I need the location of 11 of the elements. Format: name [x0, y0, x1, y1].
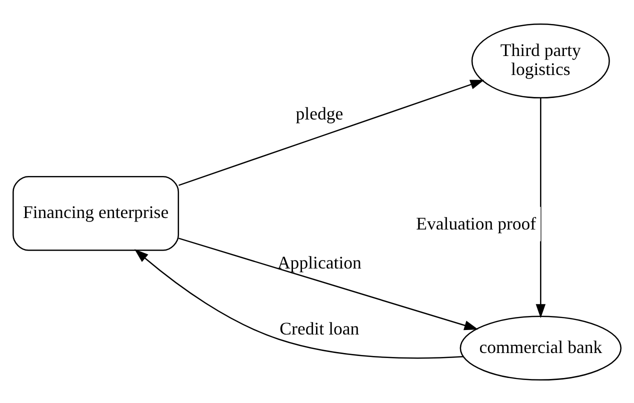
node-box: Financing enterprise [12, 175, 180, 250]
arrow [178, 237, 478, 330]
edge-label: Evaluation proof [416, 212, 536, 233]
node-ellipse: commercial bank [460, 315, 622, 380]
arrow [536, 97, 546, 318]
edge-label: pledge [296, 103, 344, 124]
edge-label: Credit loan [280, 318, 360, 338]
arrow [134, 248, 464, 358]
arrow [178, 79, 484, 186]
node-ellipse: Third party logistics [471, 22, 610, 98]
edge-label: Application [277, 252, 362, 272]
